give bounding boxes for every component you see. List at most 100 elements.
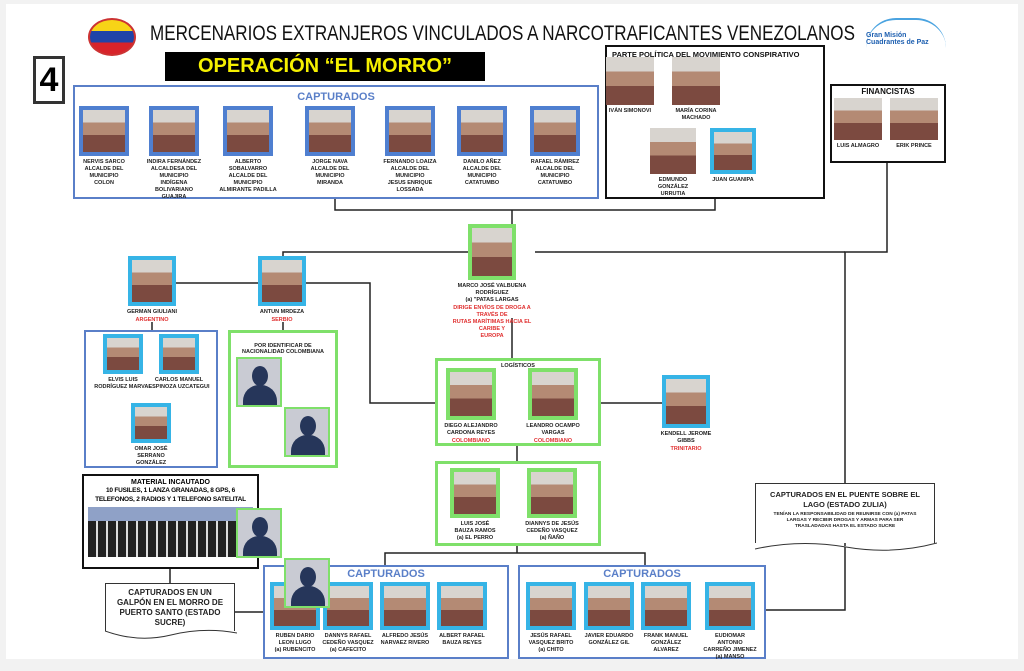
person-photo: [103, 334, 143, 374]
person-photo: [305, 106, 355, 156]
unknown-person-silhouette-icon: [236, 357, 282, 407]
person-name: DIANNYS DE JESÚS CEDEÑO VASQUEZ (a) ÑAÑO: [525, 521, 579, 541]
person-card: ERIK PRINCE: [888, 98, 940, 150]
person-note: COLOMBIANO: [533, 438, 573, 444]
material-box: MATERIAL INCAUTADO 10 FUSILES, 1 LANZA G…: [82, 474, 259, 569]
person-name: EDMUNDO GONZÁLEZ URRUTIA: [657, 177, 689, 197]
person-name: LUIS ALMAGRO: [836, 143, 880, 149]
material-detail: 10 FUSILES, 1 LANZA GRANADAS, 8 GPS, 6 T…: [95, 487, 246, 503]
logistics-label: LOGÍSTICOS: [501, 363, 535, 369]
person-photo: [705, 582, 755, 630]
person-name: NERVIS SARCO ALCALDE DEL MUNICIPIO COLON: [83, 159, 125, 186]
person-photo: [606, 57, 654, 105]
person-card: JESÚS RAFAEL VASQUEZ BRITO (a) CHITO: [523, 582, 579, 654]
person-name: DANILO AÑEZ ALCALDE DEL MUNICIPIO CATATU…: [462, 159, 502, 186]
person-name: INDIRA FERNÁNDEZ ALCALDESA DEL MUNICIPIO…: [146, 159, 202, 200]
person-card: IVÁN SIMONOVI: [600, 57, 660, 115]
person-photo: [79, 106, 129, 156]
person-name: ALBERTO SOBALVARRO ALCALDE DEL MUNICIPIO…: [219, 159, 277, 193]
bottom-right-label: CAPTURADOS: [603, 568, 681, 580]
person-photo: [710, 128, 756, 174]
person-photo: [526, 582, 576, 630]
person-name: GERMAN GIULIANI: [126, 309, 178, 315]
person-photo: [450, 468, 500, 518]
venezuela-seal-logo: [88, 18, 136, 56]
person-name: ERIK PRINCE: [896, 143, 932, 149]
cuadrantes-de-paz-logo: Gran Misión Cuadrantes de Paz: [866, 18, 946, 48]
person-card: LEANDRO OCAMPO VARGAS COLOMBIANO: [522, 368, 584, 445]
person-card: EDMUNDO GONZÁLEZ URRUTIA: [644, 128, 702, 198]
person-name: JORGE NAVA ALCALDE DEL MUNICIPIO MIRANDA: [310, 159, 350, 186]
bridge-note: CAPTURADOS EN EL PUENTE SOBRE EL LAGO (E…: [755, 483, 937, 551]
person-name: OMAR JOSÉ SERRANO GONZÁLEZ: [134, 446, 168, 466]
person-photo: [468, 224, 516, 280]
person-photo: [149, 106, 199, 156]
person-name: ALFREDO JESÚS NARVAEZ RIVERO: [380, 633, 430, 646]
person-name: JAVIER EDUARDO GONZÁLEZ GIL: [584, 633, 634, 646]
person-name: KENDELL JEROME GIBBS: [660, 431, 712, 444]
person-name: LEANDRO OCAMPO VARGAS: [526, 423, 580, 436]
person-card: FRANK MANUEL GONZÁLEZ ALVAREZ: [638, 582, 694, 654]
person-note: ARGENTINO: [135, 317, 169, 323]
person-card: ALBERTO SOBALVARRO ALCALDE DEL MUNICIPIO…: [218, 106, 278, 194]
person-note: DIRIGE ENVÍOS DE DROGA A TRAVÉS DE RUTAS…: [452, 305, 532, 339]
person-name: IVÁN SIMONOVI: [608, 108, 652, 114]
person-photo: [437, 582, 487, 630]
person-photo: [380, 582, 430, 630]
person-name: RUBEN DARIO LEON LUGO (a) RUBENCITO: [274, 633, 316, 653]
person-card: JAVIER EDUARDO GONZÁLEZ GIL: [581, 582, 637, 647]
person-name: FERNANDO LOAIZA ALCALDE DEL MUNICIPIO JE…: [383, 159, 437, 193]
political-label: PARTE POLÍTICA DEL MOVIMIENTO CONSPIRATI…: [612, 50, 800, 59]
bridge-note-detail: TENÍAN LA RESPONSABILIDAD DE REUNIRSE CO…: [773, 512, 917, 529]
person-card: FERNANDO LOAIZA ALCALDE DEL MUNICIPIO JE…: [380, 106, 440, 194]
person-name: EUDIOMAR ANTONIO CARREÑO JIMENEZ (a) MAN…: [703, 633, 757, 660]
person-card: DIEGO ALEJANDRO CARDONA REYES COLOMBIANO: [442, 368, 500, 445]
person-note: TRINITARIO: [670, 446, 702, 452]
person-photo: [528, 368, 578, 420]
person-name: JESÚS RAFAEL VASQUEZ BRITO (a) CHITO: [528, 633, 574, 653]
person-card: NERVIS SARCO ALCALDE DEL MUNICIPIO COLON: [74, 106, 134, 187]
person-photo: [530, 106, 580, 156]
person-photo: [834, 98, 882, 140]
unidentified-label: POR IDENTIFICAR DE NACIONALIDAD COLOMBIA…: [242, 343, 324, 355]
person-card: MARÍA CORINA MACHADO: [666, 57, 726, 122]
top-captured-label: CAPTURADOS: [297, 91, 375, 103]
person-card: DANILO AÑEZ ALCALDE DEL MUNICIPIO CATATU…: [452, 106, 512, 187]
page-title: MERCENARIOS EXTRANJEROS VINCULADOS A NAR…: [150, 22, 855, 45]
person-photo: [128, 256, 176, 306]
person-note: COLOMBIANO: [451, 438, 491, 444]
person-photo: [385, 106, 435, 156]
material-label: MATERIAL INCAUTADO: [131, 479, 210, 486]
person-note: SERBIO: [271, 317, 293, 323]
person-name: MARÍA CORINA MACHADO: [675, 108, 717, 121]
person-photo: [890, 98, 938, 140]
person-photo: [650, 128, 696, 174]
person-card: LUIS ALMAGRO: [832, 98, 884, 150]
unknown-person-silhouette-icon: [284, 407, 330, 457]
galpon-note: CAPTURADOS EN UN GALPÓN EN EL MORRO DE P…: [105, 583, 237, 639]
person-photo: [662, 375, 710, 428]
person-name: CARLOS MANUEL ESPINOZA UZCATEGUI: [148, 377, 210, 390]
person-photo: [641, 582, 691, 630]
person-card: JUAN GUANIPA: [704, 128, 762, 184]
person-card: RAFAEL RÁMIREZ ALCALDE DEL MUNICIPIO CAT…: [525, 106, 585, 187]
person-name: RAFAEL RÁMIREZ ALCALDE DEL MUNICIPIO CAT…: [530, 159, 580, 186]
galpon-note-text: CAPTURADOS EN UN GALPÓN EN EL MORRO DE P…: [116, 588, 224, 627]
person-card: DIANNYS DE JESÚS CEDEÑO VASQUEZ (a) ÑAÑO: [521, 468, 583, 542]
person-name: ALBERT RAFAEL BAUZA REYES: [439, 633, 485, 646]
person-photo: [527, 468, 577, 518]
person-card: CARLOS MANUEL ESPINOZA UZCATEGUI: [148, 334, 210, 391]
person-card: EUDIOMAR ANTONIO CARREÑO JIMENEZ (a) MAN…: [702, 582, 758, 661]
person-card: ALFREDO JESÚS NARVAEZ RIVERO: [378, 582, 432, 647]
person-photo: [159, 334, 199, 374]
person-name: DIEGO ALEJANDRO CARDONA REYES: [444, 423, 498, 436]
unknown-person-silhouette-icon: [284, 558, 330, 608]
person-photo: [446, 368, 496, 420]
person-photo: [672, 57, 720, 105]
person-name: DANNYS RAFAEL CEDEÑO VASQUEZ (a) CAFECIT…: [322, 633, 374, 653]
person-card: JORGE NAVA ALCALDE DEL MUNICIPIO MIRANDA: [300, 106, 360, 187]
financiers-label: FINANCISTAS: [861, 87, 915, 96]
seized-material-photo: [88, 507, 253, 557]
